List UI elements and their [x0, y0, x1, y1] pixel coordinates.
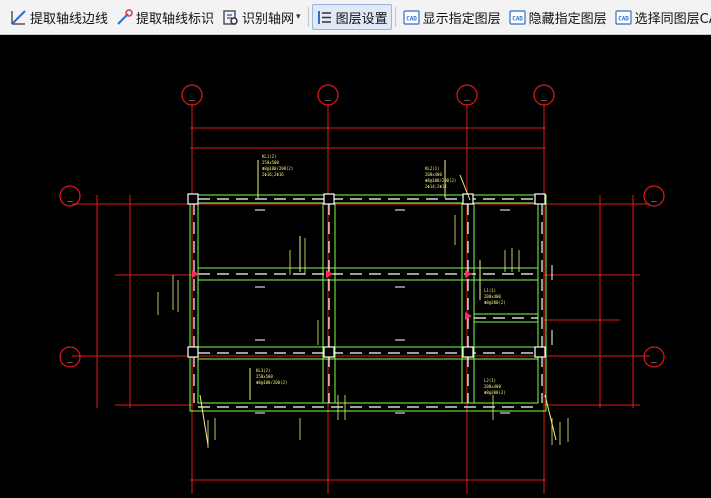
svg-text:CAD: CAD	[406, 15, 417, 22]
svg-text:Φ8@100/200(2): Φ8@100/200(2)	[262, 166, 293, 171]
identify-axis-grid-label: 识别轴网	[242, 11, 295, 27]
extract-axis-edge-label: 提取轴线边线	[30, 11, 109, 27]
leader-lines	[199, 160, 557, 446]
axis-bubbles	[59, 84, 665, 368]
extract-axis-edge-button[interactable]: 提取轴线边线	[6, 5, 112, 29]
axis-grid-icon	[223, 9, 238, 25]
svg-text:KL2(1): KL2(1)	[425, 166, 439, 171]
extract-axis-label-button[interactable]: 提取轴线标识	[112, 5, 218, 29]
columns	[187, 193, 546, 358]
dimension-ticks	[255, 209, 553, 414]
svg-text:_: _	[325, 92, 331, 102]
chevron-down-icon[interactable]: ▾	[296, 12, 301, 22]
svg-text:_: _	[541, 92, 547, 102]
svg-text:Φ8@100/200(2): Φ8@100/200(2)	[256, 380, 287, 385]
cad-select-icon: CAD	[615, 9, 632, 25]
hide-layer-label: 隐藏指定图层	[528, 11, 607, 27]
svg-text:Φ8@200(2): Φ8@200(2)	[484, 390, 506, 395]
toolbar-divider	[394, 7, 396, 27]
svg-text:KL1(2): KL1(2)	[262, 154, 276, 159]
svg-text:_: _	[67, 354, 73, 364]
extract-axis-label-text: 提取轴线标识	[136, 11, 215, 27]
show-layer-label: 显示指定图层	[422, 11, 501, 27]
svg-text:Φ8@200(2): Φ8@200(2)	[484, 300, 506, 305]
layer-settings-button[interactable]: 图层设置	[311, 4, 392, 30]
svg-text:_: _	[464, 92, 470, 102]
axis-bubble-labels: _ _ _ _ _ _ _ _	[67, 92, 657, 364]
layers-icon	[317, 10, 331, 24]
beam-annotations: KL1(2) 250x500 Φ8@100/200(2) 2Φ16;2Φ16 K…	[256, 154, 506, 395]
beams	[189, 194, 547, 412]
svg-text:CAD: CAD	[618, 15, 629, 22]
hide-layer-button[interactable]: CAD 隐藏指定图层	[505, 5, 611, 29]
select-same-layer-label: 选择同图层CAD图元	[634, 11, 711, 27]
svg-text:250x500: 250x500	[262, 160, 279, 165]
svg-text:Φ8@100/200(2): Φ8@100/200(2)	[425, 178, 456, 183]
select-same-layer-button[interactable]: CAD 选择同图层CAD图元	[611, 5, 711, 29]
layer-settings-label: 图层设置	[335, 11, 388, 27]
svg-text:250x500: 250x500	[256, 374, 273, 379]
svg-text:_: _	[189, 92, 195, 102]
svg-text:2Φ14;2Φ14: 2Φ14;2Φ14	[425, 184, 447, 189]
svg-text:200x400: 200x400	[484, 384, 501, 389]
svg-text:CAD: CAD	[512, 15, 523, 22]
svg-text:_: _	[67, 193, 73, 203]
svg-text:_: _	[651, 354, 657, 364]
axis-edge-icon	[11, 9, 26, 25]
cad-drawing-canvas[interactable]: _ _ _ _ _ _ _ _	[0, 35, 711, 494]
vertical-annotations	[157, 215, 569, 448]
floor-plan-drawing[interactable]: _ _ _ _ _ _ _ _	[0, 35, 711, 494]
cad-hide-icon: CAD	[509, 9, 526, 25]
toolbar-divider	[307, 7, 309, 27]
joint-markers	[192, 270, 472, 320]
svg-text:2Φ16;2Φ16: 2Φ16;2Φ16	[262, 172, 284, 177]
axis-grid	[72, 104, 650, 494]
cad-show-icon: CAD	[402, 9, 420, 25]
svg-text:L2(1): L2(1)	[484, 378, 496, 383]
axis-label-icon	[117, 8, 133, 25]
svg-text:200x400: 200x400	[425, 172, 442, 177]
svg-text:_: _	[651, 193, 657, 203]
toolbar: 提取轴线边线 提取轴线标识 识别轴网 ▾ 图层设置 CAD	[0, 0, 711, 35]
svg-text:KL3(2): KL3(2)	[256, 368, 270, 373]
show-layer-button[interactable]: CAD 显示指定图层	[399, 5, 505, 29]
svg-text:200x400: 200x400	[484, 294, 501, 299]
svg-text:L1(1): L1(1)	[484, 288, 496, 293]
identify-axis-grid-button[interactable]: 识别轴网 ▾	[218, 5, 305, 29]
beam-centerlines	[193, 198, 543, 408]
